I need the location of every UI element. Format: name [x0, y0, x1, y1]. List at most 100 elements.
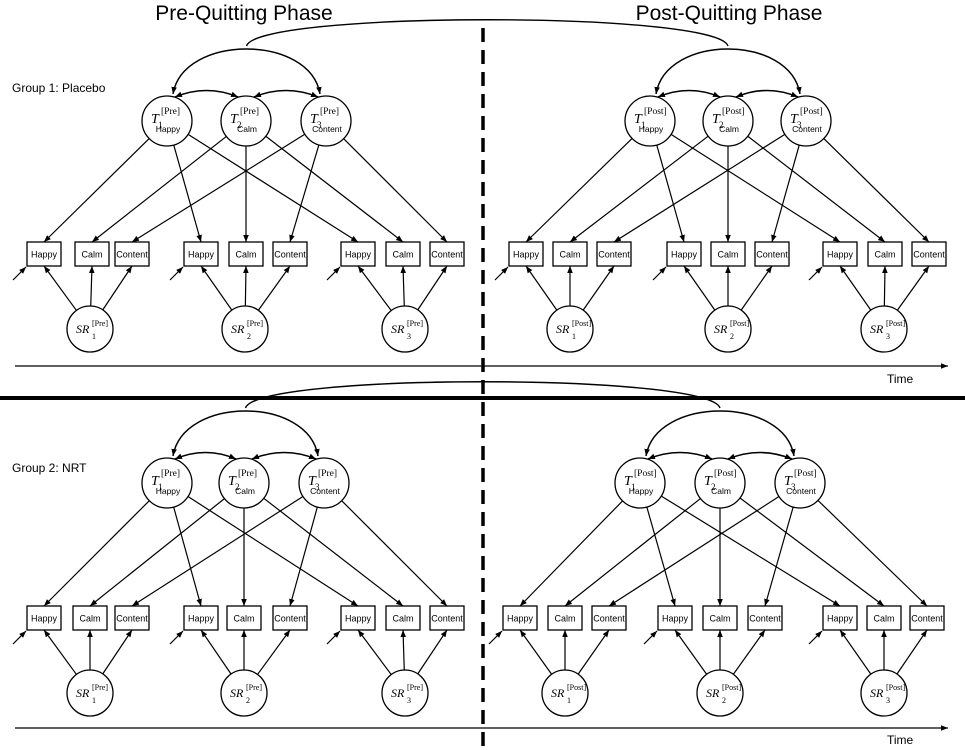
g1-pre-state-factor-circle-1	[66, 305, 114, 353]
g2-pre-occasion-1-residual-arrow	[12, 630, 27, 645]
g1-post-trait-2-loading-occasion-3	[747, 135, 886, 243]
g2-post-trait-factor-circle-2	[694, 457, 746, 509]
g2-post-indicator-box-occasion-2-happy	[657, 605, 693, 631]
g2-pre-state-factor-circle-3	[381, 669, 429, 717]
g1-post-trait-factor-index-1: 1	[641, 120, 646, 130]
g2-pre-trait-3-loading-occasion-2	[289, 506, 318, 607]
g2-pre-trait-covariance-arc-1-3	[171, 410, 320, 457]
g2-pre-indicator-label-occasion-3-happy: Happy	[345, 614, 372, 624]
g1-post-trait-covariance-arc-2-3	[735, 89, 799, 98]
g1-post-trait-1-loading-occasion-1	[525, 138, 633, 243]
g1-pre-trait-factor-index-3: 3	[317, 120, 322, 130]
g1-post-state-factor-index-2: 2	[730, 332, 734, 341]
g2-pre-occasion-3-residual-arrow	[326, 630, 341, 645]
g2-post-trait-factor-name-2: Calm	[711, 486, 731, 496]
g1-pre-trait-factor-index-1: 1	[158, 120, 163, 130]
g2-post-trait-covariance-arc-2-3	[727, 451, 793, 460]
g2-post-state-factor-index-2: 2	[722, 696, 726, 705]
g2-pre-trait-1-loading-occasion-2	[173, 506, 202, 607]
g2-post-state-factor-symbol-3: SR	[870, 686, 884, 700]
g2-post-state-factor-symbol-1: SR	[551, 686, 565, 700]
g2-pre-trait-3-loading-occasion-3	[341, 500, 448, 607]
g1-post-indicator-label-occasion-3-calm: Calm	[874, 250, 895, 260]
g2-post-indicator-label-occasion-3-calm: Calm	[873, 614, 894, 624]
g2-post-state-2-loading-indicator-1	[674, 629, 708, 675]
g1-pre-indicator-box-occasion-3-content	[429, 241, 465, 267]
g2-post-trait-factor-name-3: Content	[786, 486, 816, 496]
g1-pre-trait-1-loading-occasion-1	[43, 138, 150, 243]
g1-pre-state-factor-symbol-1: SR	[76, 322, 90, 336]
g1-post-state-3-loading-indicator-1	[839, 265, 872, 311]
g2-pre-trait-factor-circle-1	[141, 457, 193, 509]
g1-post-trait-factor-circle-1	[624, 95, 676, 147]
g1-post-trait-3-loading-occasion-1	[613, 133, 786, 243]
g2-pre-trait-factor-index-2: 2	[235, 482, 240, 492]
g1-pre-trait-3-loading-occasion-2	[289, 144, 320, 243]
g1-pre-trait-factor-circle-2	[220, 95, 272, 147]
g2-post-indicator-label-occasion-2-happy: Happy	[662, 614, 689, 624]
g2-post-occasion-2-residual-arrow	[643, 630, 658, 645]
g2-post-state-factor-phase-2: [Post]	[722, 683, 741, 692]
g2-pre-indicator-box-occasion-3-content	[429, 605, 465, 631]
g2-pre-indicator-box-occasion-2-happy	[183, 605, 219, 631]
g1-pre-indicator-box-occasion-2-calm	[228, 241, 264, 267]
g2-post-trait-covariance-arc-1-2	[647, 451, 713, 460]
g2-pre-indicator-label-occasion-1-content: Content	[116, 614, 148, 624]
g2-pre-state-factor-symbol-2: SR	[230, 686, 244, 700]
g1-post-trait-3-loading-occasion-2	[771, 144, 800, 243]
g2-pre-trait-factor-name-2: Calm	[235, 486, 255, 496]
g1-post-state-factor-symbol-1: SR	[556, 322, 570, 336]
g2-pre-indicator-label-occasion-2-content: Content	[274, 614, 306, 624]
g2-post-trait-factor-phase-2: [Post]	[714, 469, 737, 479]
g2-cross-phase-covariance-arc	[244, 381, 721, 409]
g1-pre-state-3-loading-indicator-3	[417, 265, 448, 311]
g2-pre-trait-factor-symbol-2: T	[228, 474, 237, 489]
g2-pre-trait-2-loading-occasion-3	[263, 497, 404, 607]
g1-post-state-factor-index-1: 1	[572, 332, 576, 341]
g1-pre-trait-1-loading-occasion-2	[173, 144, 202, 243]
g1-pre-state-2-loading-indicator-2	[243, 265, 249, 307]
g1-post-occasion-3-residual-arrow	[808, 266, 823, 281]
g1-pre-trait-3-loading-occasion-1	[131, 133, 306, 243]
g1-pre-indicator-label-occasion-2-content: Content	[274, 250, 306, 260]
g2-post-indicator-box-occasion-2-calm	[702, 605, 738, 631]
time-label-group-1: Time	[887, 372, 914, 386]
g2-pre-trait-factor-circle-2	[218, 457, 270, 509]
g1-pre-state-factor-phase-3: [Pre]	[407, 319, 423, 328]
g2-post-trait-1-loading-occasion-3	[660, 495, 841, 607]
g2-post-indicator-label-occasion-2-content: Content	[749, 614, 781, 624]
g1-post-trait-factor-symbol-1: T	[634, 112, 643, 127]
g2-post-indicator-box-occasion-3-happy	[822, 605, 858, 631]
g2-pre-state-3-loading-indicator-3	[417, 629, 448, 675]
g1-post-indicator-label-occasion-3-content: Content	[913, 250, 945, 260]
g1-pre-trait-2-loading-occasion-3	[265, 135, 404, 243]
g2-post-trait-covariance-arc-1-3	[644, 410, 796, 457]
g1-pre-state-1-loading-indicator-3	[102, 265, 133, 311]
g1-pre-state-factor-index-1: 1	[92, 332, 96, 341]
g1-post-trait-covariance-arc-1-3	[654, 48, 802, 95]
g1-post-indicator-box-occasion-1-happy	[508, 241, 544, 267]
group-2-label: Group 2: NRT	[12, 461, 87, 475]
g2-post-trait-factor-circle-3	[774, 457, 826, 509]
g2-pre-trait-1-loading-occasion-3	[187, 496, 359, 607]
g2-pre-trait-factor-name-3: Content	[310, 486, 340, 496]
g2-pre-state-2-loading-indicator-1	[200, 629, 232, 675]
g2-pre-indicator-box-occasion-3-happy	[340, 605, 376, 631]
g2-post-occasion-1-residual-arrow	[488, 630, 503, 645]
g1-pre-trait-factor-symbol-3: T	[310, 112, 319, 127]
g1-pre-indicator-label-occasion-1-happy: Happy	[31, 250, 58, 260]
g2-post-trait-factor-phase-1: [Post]	[634, 469, 657, 479]
g1-post-state-3-loading-indicator-2	[882, 265, 888, 307]
g1-pre-trait-factor-phase-1: [Pre]	[161, 107, 180, 117]
g2-post-state-factor-symbol-2: SR	[706, 686, 720, 700]
g1-pre-occasion-2-residual-arrow	[169, 266, 184, 281]
g1-post-trait-factor-name-1: Happy	[639, 124, 664, 134]
g1-pre-indicator-box-occasion-2-happy	[183, 241, 219, 267]
g1-post-indicator-label-occasion-1-happy: Happy	[513, 250, 540, 260]
g1-post-trait-covariance-arc-1-2	[657, 89, 721, 98]
g2-pre-trait-factor-circle-3	[298, 457, 350, 509]
g2-post-indicator-label-occasion-2-calm: Calm	[709, 614, 730, 624]
g1-post-trait-factor-name-3: Content	[792, 124, 822, 134]
g1-pre-state-3-loading-indicator-2	[400, 265, 407, 307]
g1-post-trait-1-loading-occasion-2	[656, 144, 685, 243]
